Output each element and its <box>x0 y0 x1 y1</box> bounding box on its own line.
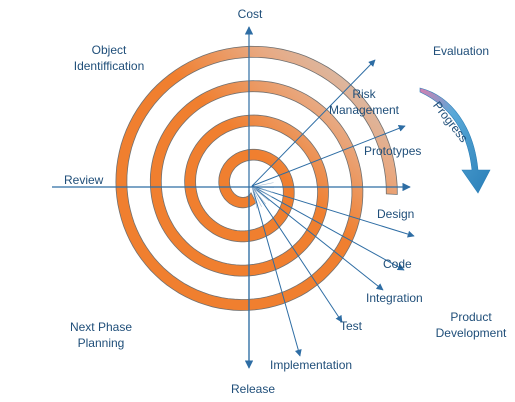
activity-label-design: Design <box>377 207 415 221</box>
ray-test <box>251 185 343 323</box>
activity-label-prototypes: Prototypes <box>364 144 422 158</box>
quadrant-label-product-development: Product Development <box>435 310 507 340</box>
fan-line <box>251 186 258 209</box>
fan-line <box>251 186 274 193</box>
ray-prototypes <box>251 125 406 187</box>
axis-label-cost: Cost <box>237 7 263 21</box>
activity-rays <box>251 59 415 357</box>
quadrant-label-evaluation: Evaluation <box>433 44 490 58</box>
ray-implementation <box>251 185 302 357</box>
progress-arrow <box>419 87 491 194</box>
ray-design <box>251 185 415 238</box>
activity-label-implementation: Implementation <box>270 358 353 372</box>
fan-line <box>251 186 270 202</box>
fan-line <box>251 182 274 188</box>
fan-line <box>251 186 262 207</box>
ray-risk-management <box>251 59 376 187</box>
fan-line <box>251 186 272 198</box>
fan-line <box>251 186 266 205</box>
activity-label-test: Test <box>340 319 363 333</box>
axis-label-release: Release <box>230 382 276 396</box>
quadrant-label-object-identification: Object Identiffication <box>73 43 145 73</box>
quadrant-label-next-phase-planning: Next Phase Planning <box>69 320 133 350</box>
activity-label-code: Code <box>383 257 412 271</box>
activity-label-integration: Integration <box>366 291 423 305</box>
ray-integration <box>251 185 384 291</box>
activity-label-risk-management: Risk Management <box>328 87 400 117</box>
ray-code <box>251 185 405 271</box>
axis-label-review: Review <box>64 173 104 187</box>
spiral-band <box>115 45 398 311</box>
